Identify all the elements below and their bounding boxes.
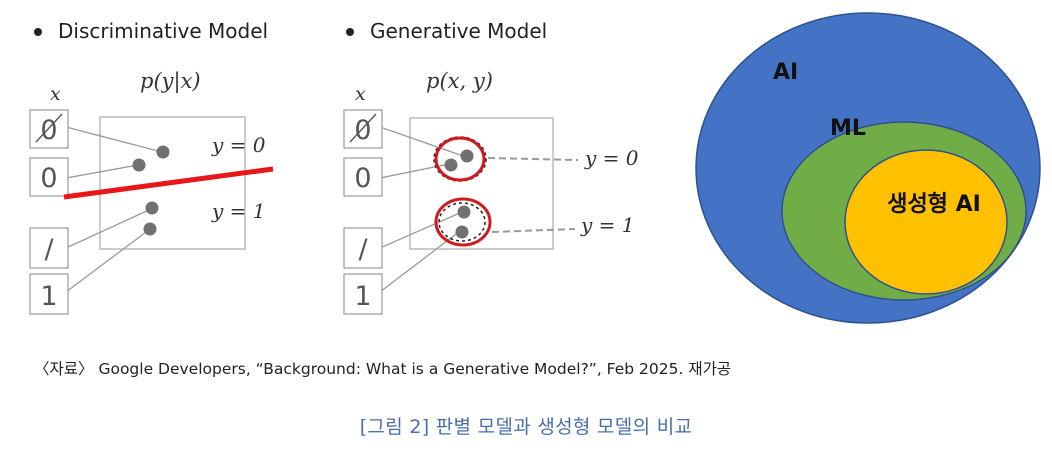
venn-generative-ai-circle <box>844 149 1008 295</box>
data-point <box>460 149 474 163</box>
sample-digit: 0 <box>40 115 57 146</box>
digit-slash-stroke <box>35 113 63 143</box>
generative-title: Generative Model <box>370 19 547 43</box>
sample-digit: 1 <box>354 281 371 312</box>
data-point <box>455 225 469 239</box>
sample-digit: 0 <box>354 163 371 194</box>
decision-boundary-line <box>63 166 274 200</box>
sample-image-zero-2 <box>29 157 69 197</box>
figure-caption: [그림 2] 판별 모델과 생성형 모델의 비교 <box>359 416 693 438</box>
venn-ai-label: AI <box>773 60 798 85</box>
discriminative-model-box <box>99 116 246 250</box>
leader-line-y0 <box>487 157 579 161</box>
discriminative-y0-label: y = 0 <box>211 133 266 157</box>
discriminative-x-label: x <box>50 83 61 105</box>
source-note: 〈자료〉 Google Developers, “Background: Wha… <box>34 360 732 378</box>
cluster-circle-y1 <box>434 197 492 247</box>
sample-image-zero-2 <box>343 157 383 197</box>
data-point <box>143 222 157 236</box>
sample-digit: 0 <box>354 115 371 146</box>
data-point <box>444 158 458 172</box>
digit-slash-stroke <box>349 113 377 143</box>
bullet-icon <box>346 28 354 36</box>
data-point <box>156 145 170 159</box>
generative-x-label: x <box>355 83 366 105</box>
generative-y1-label: y = 1 <box>580 213 635 237</box>
data-point <box>145 201 159 215</box>
leader-line-y1 <box>491 228 576 233</box>
sample-image-one-2 <box>29 273 69 315</box>
venn-ml-label: ML <box>830 116 866 141</box>
generative-y0-label: y = 0 <box>584 146 639 170</box>
venn-generative-ai-label: 생성형 AI <box>887 192 981 217</box>
cluster-boundary-dashed <box>438 202 486 242</box>
bullet-icon <box>34 28 42 36</box>
cluster-circle-y0 <box>434 136 486 182</box>
generative-panel: Generative Model p(x, y) x 0 0 / 1 <box>343 19 639 315</box>
discriminative-formula: p(y|x) <box>140 69 201 94</box>
sample-image-one-1 <box>343 227 383 269</box>
discriminative-panel: Discriminative Model p(y|x) x 0 0 / 1 y … <box>29 19 274 315</box>
sample-digit: 0 <box>40 163 57 194</box>
sample-image-one-2 <box>343 273 383 315</box>
ai-venn-diagram: AI ML 생성형 AI <box>695 12 1041 324</box>
generative-model-box <box>409 117 554 250</box>
discriminative-title: Discriminative Model <box>58 19 268 43</box>
data-point <box>132 158 146 172</box>
discriminative-y1-label: y = 1 <box>211 199 266 223</box>
discriminative-connectors <box>65 126 163 293</box>
sample-digit: 1 <box>40 281 57 312</box>
sample-digit: / <box>44 234 54 265</box>
sample-image-one-1 <box>29 227 69 269</box>
generative-formula: p(x, y) <box>426 69 493 93</box>
data-point <box>457 205 471 219</box>
generative-connectors <box>379 126 467 293</box>
sample-digit: / <box>358 234 368 265</box>
